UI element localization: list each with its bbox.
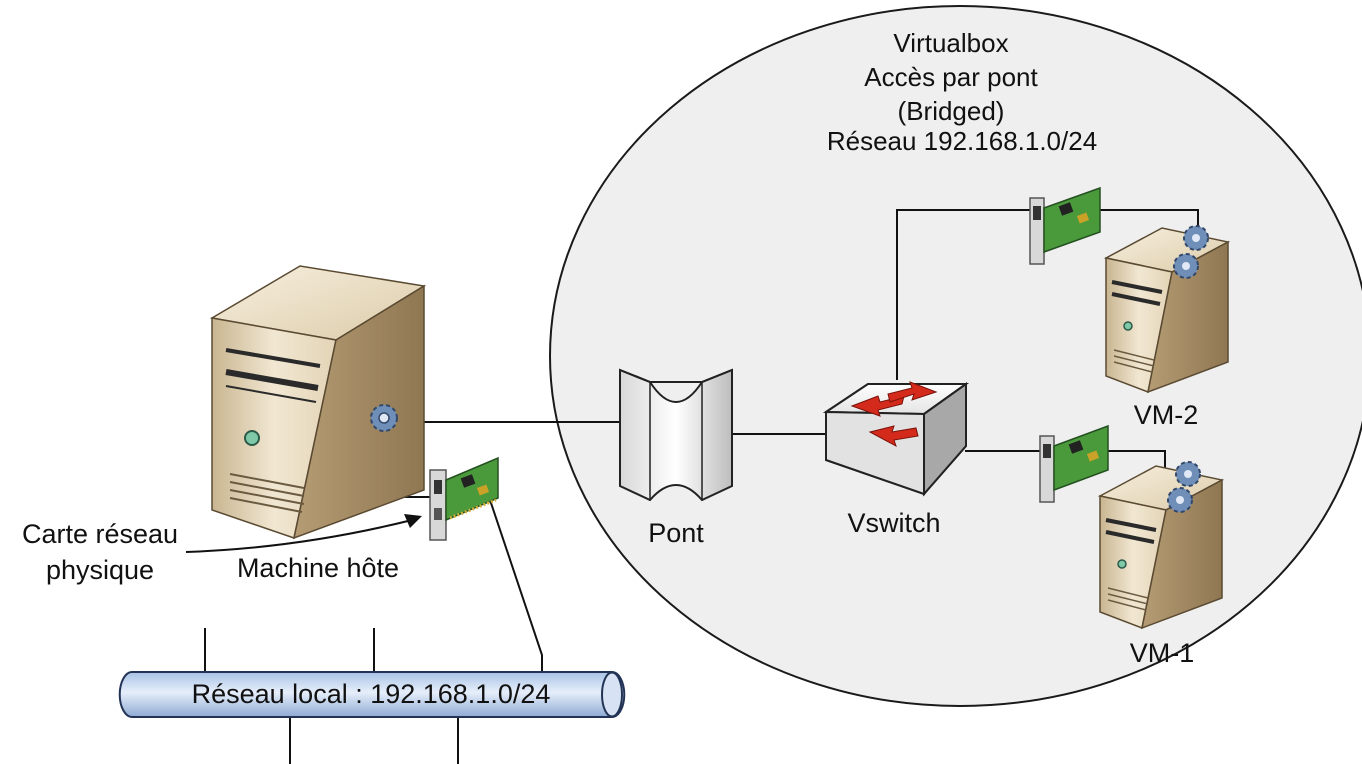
virtualbox-mode-en: (Bridged) [898,96,1005,126]
virtualbox-title: Virtualbox [893,28,1008,58]
nic-label-line2: physique [46,555,154,585]
vm2-label: VM-2 [1134,400,1199,430]
link-vswitch-vm1 [965,450,1166,470]
vm1-server-icon [1097,461,1225,630]
link-nic-lan [489,499,543,675]
gear-icon [370,404,398,432]
virtualbox-network: Réseau 192.168.1.0/24 [827,126,1097,156]
vm2-nic-icon [1029,186,1101,265]
virtualbox-mode: Accès par pont [864,62,1038,92]
bridge-icon [619,368,733,502]
gear-icon [1167,461,1201,513]
lan-label: Réseau local : 192.168.1.0/24 [192,679,551,709]
vm1-nic-icon [1039,424,1109,503]
vswitch-label: Vswitch [847,508,940,538]
vswitch-icon [822,381,970,497]
physical-nic-icon [429,456,499,541]
nic-pointer-arrow [185,514,422,553]
vm2-server-icon [1103,225,1231,394]
bridge-label: Pont [648,518,704,548]
host-label: Machine hôte [237,553,399,583]
vm1-label: VM-1 [1130,638,1195,668]
lan-segment [118,671,626,718]
host-server-icon [209,265,427,540]
switch-arrows-icon [850,381,938,448]
nic-label-line1: Carte réseau [22,519,178,549]
gear-icon [1173,225,1209,279]
